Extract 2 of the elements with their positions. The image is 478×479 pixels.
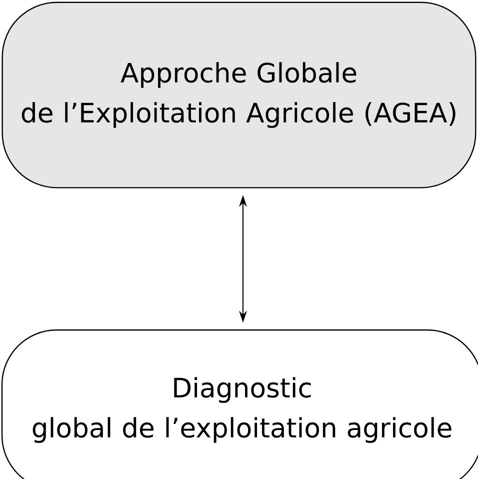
rounded-box: Approche Globale de l’Exploitation Agricole (AGEA)	[2, 2, 476, 188]
rounded-box: Diagnostic global de l’exploitation agricole	[1, 329, 478, 479]
